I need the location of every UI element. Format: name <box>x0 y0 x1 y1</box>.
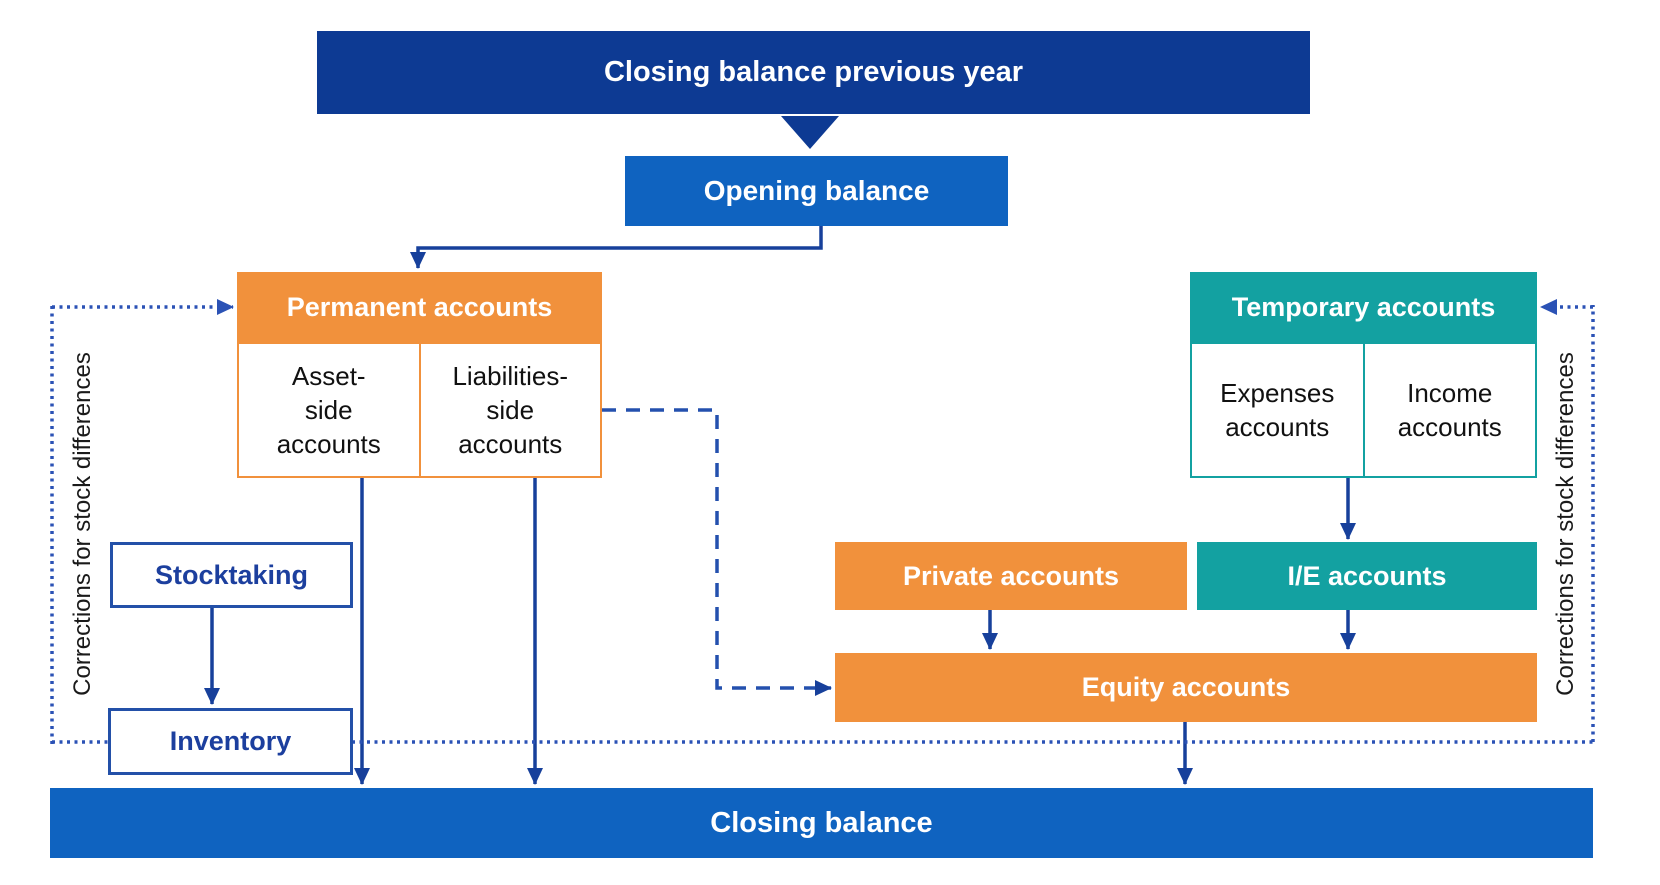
closing-balance-previous-year-label: Closing balance previous year <box>603 56 1024 88</box>
stocktaking-box: Stocktaking <box>110 542 353 608</box>
closing-balance-bar: Closing balance <box>50 788 1593 858</box>
opening-balance-box: Opening balance <box>625 156 1008 226</box>
private-accounts-box: Private accounts <box>835 542 1187 610</box>
equity-accounts-box: Equity accounts <box>835 653 1537 722</box>
opening-balance-label: Opening balance <box>703 175 930 206</box>
expenses-accounts-cell: Expenses accounts <box>1192 344 1363 476</box>
stocktaking-label: Stocktaking <box>154 559 309 590</box>
corrections-right-label: Corrections for stock differences <box>1552 352 1579 696</box>
equity-accounts-label: Equity accounts <box>1081 672 1291 702</box>
private-accounts-label: Private accounts <box>902 560 1120 591</box>
arrow-opening-to-permanent <box>410 226 823 269</box>
inventory-box: Inventory <box>108 708 353 775</box>
permanent-accounts-label: Permanent accounts <box>286 291 553 322</box>
ie-accounts-box: I/E accounts <box>1197 542 1537 610</box>
inventory-label: Inventory <box>169 726 292 756</box>
temporary-accounts-header: Temporary accounts <box>1190 272 1537 342</box>
corrections-left-label: Corrections for stock differences <box>69 352 96 696</box>
liabilities-side-accounts-cell: Liabilities- side accounts <box>418 344 600 476</box>
temporary-accounts-label: Temporary accounts <box>1231 291 1496 322</box>
down-triangle-icon <box>781 116 839 149</box>
ie-accounts-label: I/E accounts <box>1287 560 1447 591</box>
income-accounts-cell: Income accounts <box>1362 344 1535 476</box>
permanent-accounts-body: Asset- side accounts Liabilities- side a… <box>237 342 602 478</box>
permanent-accounts-header: Permanent accounts <box>237 272 602 342</box>
temporary-accounts-body: Expenses accounts Income accounts <box>1190 342 1537 478</box>
asset-side-accounts-cell: Asset- side accounts <box>239 344 419 476</box>
dashed-arrow-liabilities-to-equity <box>602 408 832 696</box>
closing-balance-label: Closing balance <box>710 806 933 839</box>
closing-balance-previous-year-box: Closing balance previous year <box>317 31 1310 114</box>
